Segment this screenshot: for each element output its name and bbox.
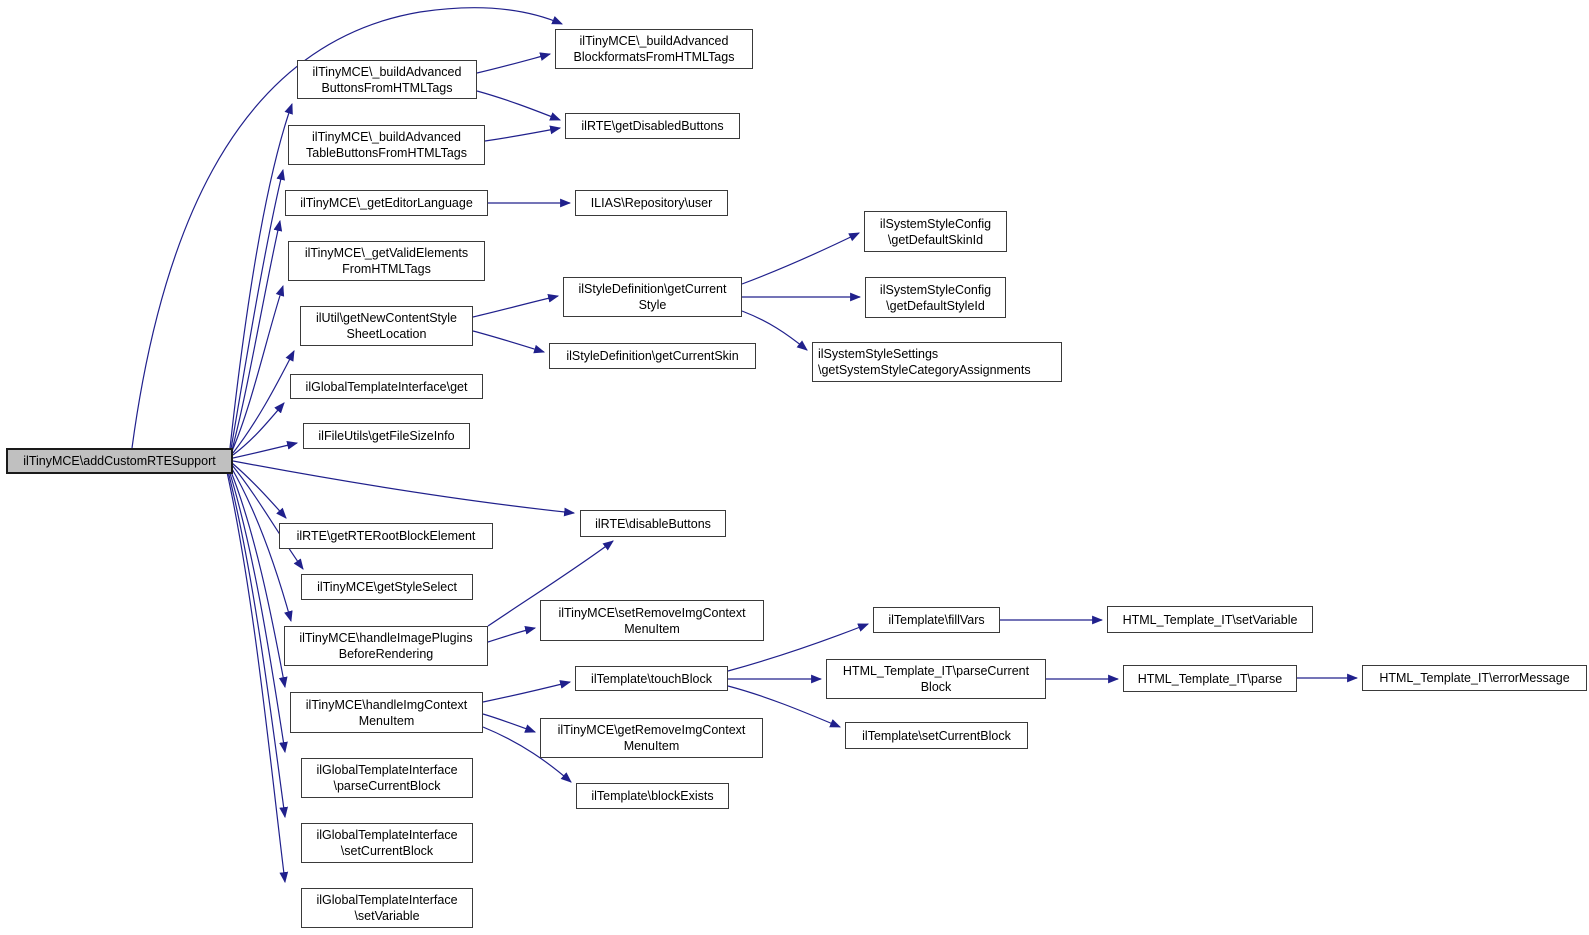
edge-build-advanced-buttons-to-build-advanced-blockformats — [476, 52, 552, 74]
node-it-set-variable[interactable]: HTML_Template_IT\setVariable — [1107, 606, 1313, 633]
edge-handle-image-plugins-to-disable-buttons — [487, 540, 614, 627]
node-add-custom-rte-support: ilTinyMCE\addCustomRTESupport — [6, 448, 233, 474]
edge-root-to-build-advanced-table-buttons — [230, 168, 285, 450]
node-get-system-style-category-assignments[interactable]: ilSystemStyleSettings \getSystemStyleCat… — [812, 342, 1062, 382]
edge-root-to-build-advanced-blockformats — [131, 7, 564, 449]
edge-get-current-style-to-get-system-style-category-assignments — [741, 310, 808, 351]
edge-build-advanced-buttons-to-get-disabled-buttons — [476, 90, 562, 121]
edge-root-to-global-template-set-current-block — [227, 470, 289, 819]
edge-root-to-get-rte-root-block-element — [231, 462, 287, 519]
node-get-valid-elements[interactable]: ilTinyMCE\_getValidElements FromHTMLTags — [288, 241, 485, 281]
edge-root-to-build-advanced-buttons — [229, 102, 293, 449]
node-handle-image-plugins[interactable]: ilTinyMCE\handleImagePlugins BeforeRende… — [284, 626, 488, 666]
edge-build-advanced-table-buttons-to-get-disabled-buttons — [484, 125, 562, 142]
node-it-parse[interactable]: HTML_Template_IT\parse — [1123, 665, 1297, 692]
node-global-template-parse-current-block[interactable]: ilGlobalTemplateInterface \parseCurrentB… — [301, 758, 473, 798]
node-disable-buttons[interactable]: ilRTE\disableButtons — [580, 510, 726, 537]
node-build-advanced-buttons[interactable]: ilTinyMCE\_buildAdvanced ButtonsFromHTML… — [297, 60, 477, 99]
edge-touch-block-to-template-set-current-block — [727, 685, 842, 728]
node-fill-vars[interactable]: ilTemplate\fillVars — [873, 607, 1000, 633]
edge-root-to-global-template-get — [232, 402, 285, 456]
node-build-advanced-table-buttons[interactable]: ilTinyMCE\_buildAdvanced TableButtonsFro… — [288, 125, 485, 165]
node-get-default-skin-id[interactable]: ilSystemStyleConfig \getDefaultSkinId — [864, 211, 1007, 252]
node-repository-user[interactable]: ILIAS\Repository\user — [575, 190, 728, 216]
node-global-template-get[interactable]: ilGlobalTemplateInterface\get — [290, 374, 483, 399]
node-handle-img-context-menu-item[interactable]: ilTinyMCE\handleImgContext MenuItem — [290, 692, 483, 733]
node-it-error-message[interactable]: HTML_Template_IT\errorMessage — [1362, 665, 1587, 691]
edge-root-to-handle-image-plugins — [230, 466, 293, 623]
node-get-disabled-buttons[interactable]: ilRTE\getDisabledButtons — [565, 113, 740, 139]
node-get-remove-img-context-menu-item[interactable]: ilTinyMCE\getRemoveImgContext MenuItem — [540, 718, 763, 758]
edge-handle-img-context-menu-item-to-block-exists — [482, 726, 572, 783]
edge-root-to-global-template-set-variable — [226, 471, 289, 884]
edge-root-to-get-valid-elements — [231, 284, 285, 452]
edge-get-current-style-to-get-default-skin-id — [741, 232, 860, 285]
node-get-style-select[interactable]: ilTinyMCE\getStyleSelect — [301, 574, 473, 600]
node-get-new-content-style-sheet-location[interactable]: ilUtil\getNewContentStyle SheetLocation — [300, 306, 473, 346]
node-get-file-size-info[interactable]: ilFileUtils\getFileSizeInfo — [303, 423, 470, 449]
node-touch-block[interactable]: ilTemplate\touchBlock — [575, 666, 728, 691]
node-get-editor-language[interactable]: ilTinyMCE\_getEditorLanguage — [285, 190, 488, 216]
edge-root-to-get-file-size-info — [232, 441, 299, 459]
node-get-current-skin[interactable]: ilStyleDefinition\getCurrentSkin — [549, 343, 756, 369]
edge-root-to-get-style-select — [231, 464, 304, 570]
node-global-template-set-variable[interactable]: ilGlobalTemplateInterface \setVariable — [301, 888, 473, 928]
node-get-default-style-id[interactable]: ilSystemStyleConfig \getDefaultStyleId — [865, 277, 1006, 318]
node-template-set-current-block[interactable]: ilTemplate\setCurrentBlock — [845, 722, 1028, 749]
edge-handle-image-plugins-to-set-remove-img-context-menu-item — [487, 625, 537, 643]
node-set-remove-img-context-menu-item[interactable]: ilTinyMCE\setRemoveImgContext MenuItem — [540, 600, 764, 641]
edge-handle-img-context-menu-item-to-get-remove-img-context-menu-item — [482, 713, 537, 733]
edge-root-to-get-new-content-style-sheet-location — [232, 350, 295, 454]
edge-root-to-get-editor-language — [231, 219, 283, 451]
edge-root-to-global-template-parse-current-block — [228, 469, 288, 754]
node-it-parse-current-block[interactable]: HTML_Template_IT\parseCurrent Block — [826, 659, 1046, 699]
node-global-template-set-current-block[interactable]: ilGlobalTemplateInterface \setCurrentBlo… — [301, 823, 473, 863]
node-get-current-style[interactable]: ilStyleDefinition\getCurrent Style — [563, 277, 742, 317]
node-block-exists[interactable]: ilTemplate\blockExists — [576, 783, 729, 809]
edge-root-to-disable-buttons — [232, 460, 576, 517]
edge-root-to-handle-img-context-menu-item — [229, 468, 288, 689]
node-get-rte-root-block-element[interactable]: ilRTE\getRTERootBlockElement — [279, 523, 493, 549]
edge-get-new-content-style-sheet-location-to-get-current-style — [472, 293, 560, 318]
edge-touch-block-to-fill-vars — [727, 623, 870, 672]
edge-handle-img-context-menu-item-to-touch-block — [482, 680, 572, 703]
node-build-advanced-blockformats[interactable]: ilTinyMCE\_buildAdvanced BlockformatsFro… — [555, 29, 753, 69]
edge-get-new-content-style-sheet-location-to-get-current-skin — [472, 330, 546, 354]
